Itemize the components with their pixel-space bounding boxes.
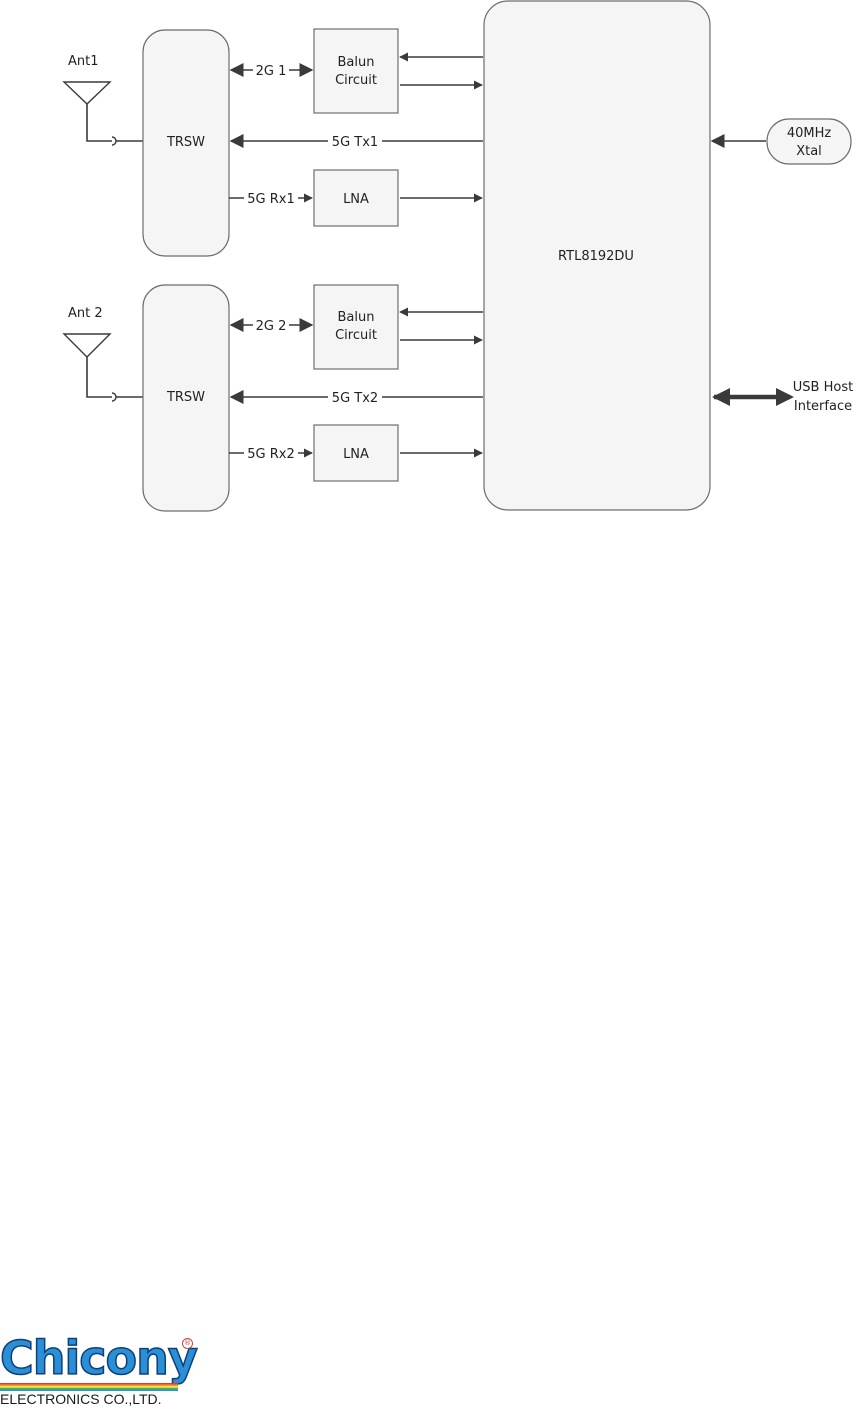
- usb-label-line1: USB Host: [793, 380, 853, 395]
- balun-2-label-line1: Balun: [338, 310, 375, 325]
- antenna-1-label: Ant1: [68, 54, 99, 69]
- crystal-label-line1: 40MHz: [787, 126, 832, 141]
- logo-color-stripes: [0, 1383, 178, 1391]
- logo-wordmark: Chicony: [0, 1335, 197, 1381]
- trsw-1-label: TRSW: [166, 135, 205, 150]
- chicony-logo: Chicony ® ELECTRONICS CO.,LTD.: [0, 1335, 200, 1409]
- lna-2-label: LNA: [343, 447, 369, 462]
- crystal-label-line2: Xtal: [796, 144, 822, 159]
- signal-5g-tx-1-label: 5G Tx1: [332, 135, 378, 150]
- rf-block-diagram: Ant1 TRSW Balun Circuit LNA 2G 1 5G Tx1: [0, 0, 856, 520]
- antenna-2-icon: [64, 334, 143, 401]
- balun-2-block: [314, 285, 398, 369]
- path-1: Ant1 TRSW Balun Circuit LNA 2G 1 5G Tx1: [64, 29, 483, 256]
- signal-2g-1-label: 2G 1: [256, 64, 287, 79]
- antenna-2-label: Ant 2: [68, 306, 103, 321]
- usb-arrowhead-left: [712, 388, 730, 406]
- logo-tagline: ELECTRONICS CO.,LTD.: [0, 1391, 162, 1407]
- usb-label-line2: Interface: [794, 399, 852, 414]
- signal-5g-rx-2-label: 5G Rx2: [247, 447, 294, 462]
- chip-label: RTL8192DU: [558, 249, 634, 264]
- registered-mark-icon: ®: [182, 1338, 193, 1349]
- signal-5g-tx-2-label: 5G Tx2: [332, 391, 378, 406]
- balun-1-label-line1: Balun: [338, 55, 375, 70]
- antenna-1-icon: [64, 82, 143, 145]
- signal-2g-2-label: 2G 2: [256, 319, 287, 334]
- balun-2-label-line2: Circuit: [335, 328, 377, 343]
- balun-1-label-line2: Circuit: [335, 73, 377, 88]
- signal-5g-rx-1-label: 5G Rx1: [247, 192, 294, 207]
- balun-1-block: [314, 29, 398, 113]
- trsw-2-label: TRSW: [166, 390, 205, 405]
- usb-arrowhead-right: [776, 388, 794, 406]
- lna-1-label: LNA: [343, 192, 369, 207]
- path-2: Ant 2 TRSW Balun Circuit LNA 2G 2 5G Tx2…: [64, 285, 483, 511]
